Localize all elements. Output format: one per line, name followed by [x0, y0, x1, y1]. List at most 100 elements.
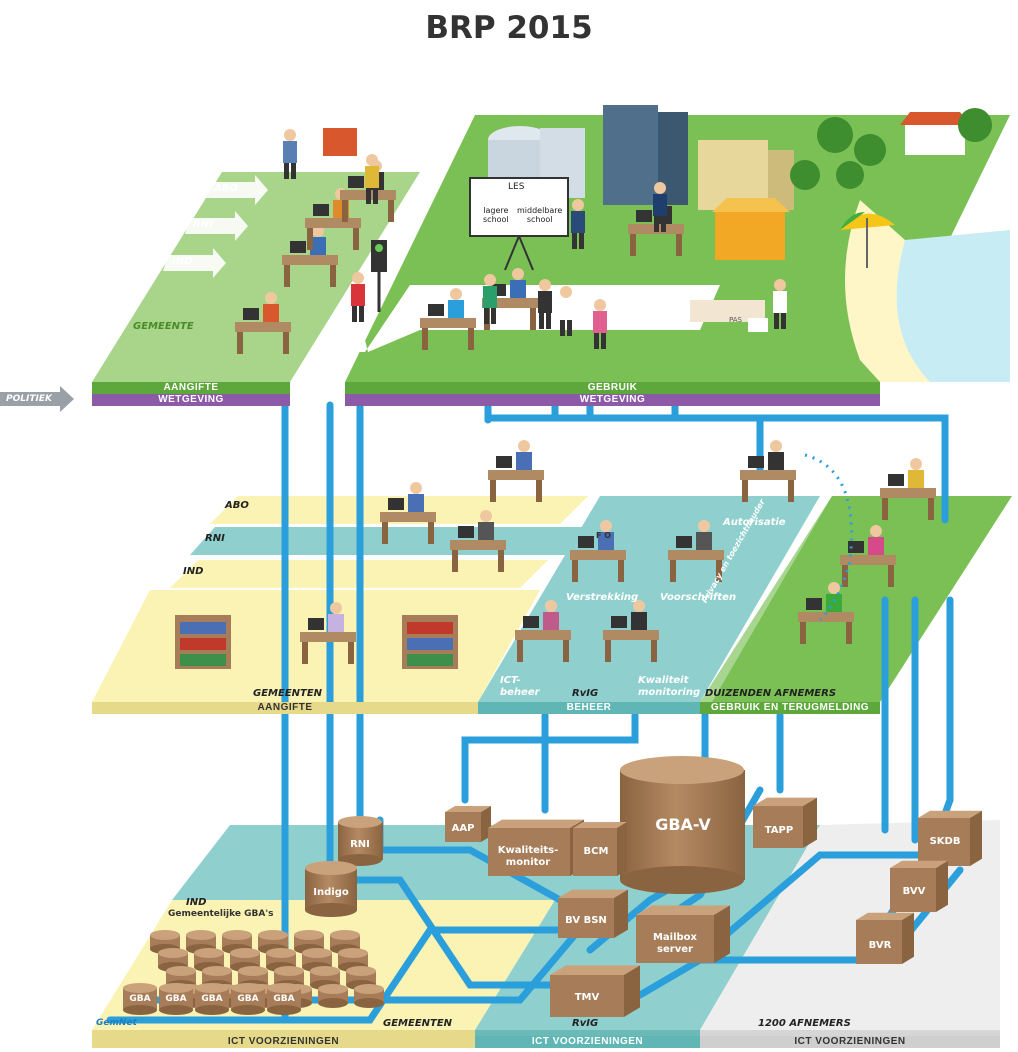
- label-tmv: TMV: [574, 992, 600, 1003]
- gba-cylinder: [354, 984, 384, 1008]
- person-woman-walking: [351, 272, 365, 322]
- label-indigo: Indigo: [313, 887, 349, 898]
- desk-verstrekking: [570, 520, 626, 582]
- mail-box: [323, 128, 357, 172]
- person-baby-sitting: [483, 274, 497, 324]
- aap-box: [445, 806, 491, 842]
- desk-afnemer-2: [840, 525, 896, 587]
- label-bcm: BCM: [583, 846, 609, 857]
- label-verstrekking: Verstrekking: [566, 592, 639, 603]
- strip-label-abo: ABO: [225, 500, 249, 511]
- tapp-box: [753, 797, 817, 848]
- desk-abo-2: [488, 440, 544, 502]
- label-ict-beheer: ICT-beheer: [500, 675, 540, 698]
- label-gba-v: GBA-V: [655, 815, 711, 834]
- gba-cylinder-front: [123, 983, 157, 1015]
- bar-aangifte-mid: AANGIFTE: [92, 702, 478, 714]
- traffic-light: [371, 240, 387, 312]
- bar-ict-gemeenten: ICT VOORZIENINGEN: [92, 1036, 475, 1048]
- label-skdb: SKDB: [929, 836, 961, 847]
- person-groom: [538, 279, 552, 329]
- gba-label: GBA: [129, 994, 151, 1004]
- bookshelf-right: [402, 615, 458, 669]
- middle-platform-afnemers: [700, 496, 1012, 702]
- bar-gebruik-terugmelding: GEBRUIK EN TERUGMELDING: [700, 702, 880, 714]
- people: [283, 129, 787, 349]
- label-bvv: BVV: [902, 886, 926, 897]
- ict-boxes: [445, 797, 982, 1017]
- gba-label: GBA: [165, 994, 187, 1004]
- gemeentelijke-gba-grid: [123, 930, 384, 1015]
- label-gemeenten-mid: GEMEENTEN: [253, 688, 323, 699]
- person-elderly: [283, 129, 297, 179]
- label-bv-bsn: BV BSN: [565, 915, 607, 926]
- label-aap: AAP: [451, 823, 475, 834]
- desk-autorisatie: [740, 440, 796, 502]
- label-kwaliteitsmonitor: Kwaliteits-monitor: [497, 845, 559, 868]
- gba-cylinder-front: [159, 983, 193, 1015]
- desk-top-1: [235, 292, 291, 354]
- person-official: [653, 182, 667, 232]
- bar-wetgeving-right: WETGEVING: [345, 394, 880, 406]
- label-abo: ABO: [214, 183, 238, 194]
- bookshelf-left: [175, 615, 231, 669]
- les-board: [469, 177, 569, 271]
- parasol: [840, 212, 895, 268]
- bar-gebruik: GEBRUIK: [345, 382, 880, 394]
- person-doctor: [773, 279, 787, 329]
- gba-label: GBA: [201, 994, 223, 1004]
- gba-cylinder: [330, 930, 360, 954]
- stream-arrows: [163, 175, 268, 278]
- label-bvr: BVR: [868, 940, 892, 951]
- label-gemeenten-bottom: GEMEENTEN: [383, 1018, 453, 1029]
- bcm-box: [573, 822, 627, 876]
- gba-cylinder-front: [231, 983, 265, 1015]
- road: [315, 285, 720, 352]
- label-autorisatie: Autorisatie: [723, 517, 786, 528]
- strip-label-rni: RNI: [205, 533, 225, 544]
- gba-label: GBA: [237, 994, 259, 1004]
- label-rvig-bottom: RvIG: [572, 1018, 599, 1029]
- label-politiek: POLITIEK: [6, 394, 52, 404]
- strip-rni: [190, 527, 600, 555]
- label-gemeente: GEMEENTE: [133, 321, 194, 332]
- skdb-box: [918, 810, 982, 866]
- gba-cylinder-front: [195, 983, 229, 1015]
- desk-rni: [450, 510, 506, 572]
- indigo-cylinder: [305, 861, 357, 917]
- bvr-box: [856, 912, 914, 964]
- desk-gemeente: [300, 602, 356, 664]
- bv-bsn-box: [558, 889, 628, 938]
- bar-aangifte: AANGIFTE: [92, 382, 290, 394]
- desk-top-5: [420, 288, 476, 350]
- desk-voorschriften: [668, 520, 724, 582]
- rni-cylinder: [338, 816, 383, 866]
- hospital-bed: [690, 300, 768, 332]
- desk-ict-beheer: [515, 600, 571, 662]
- diagram-title: BRP 2015: [425, 10, 593, 46]
- politiek-arrow: [0, 386, 74, 412]
- label-tapp: TAPP: [764, 825, 794, 836]
- pas-card: PAS: [729, 316, 743, 324]
- label-1200-afnemers: 1200 AFNEMERS: [758, 1018, 851, 1029]
- bar-ict-afnemers: ICT VOORZIENINGEN: [700, 1036, 1000, 1048]
- mailbox-server-box: [636, 905, 730, 963]
- person-worker: [365, 154, 379, 204]
- label-duizenden-afnemers: DUIZENDEN AFNEMERS: [705, 688, 837, 699]
- tmv-box: [550, 965, 640, 1017]
- gba-cylinder: [266, 948, 296, 972]
- label-voorschriften: Voorschriften: [660, 592, 737, 603]
- desk-abo: [380, 482, 436, 544]
- bar-wetgeving-left: WETGEVING: [92, 394, 290, 406]
- label-rvig-mid: RvIG: [572, 688, 599, 699]
- gba-cylinder-front: [267, 983, 301, 1015]
- fo-sign: F O: [596, 531, 612, 540]
- gba-cylinder: [150, 930, 180, 954]
- person-girl: [593, 299, 607, 349]
- label-gemeentelijke-gbas: Gemeentelijke GBA's: [168, 909, 274, 919]
